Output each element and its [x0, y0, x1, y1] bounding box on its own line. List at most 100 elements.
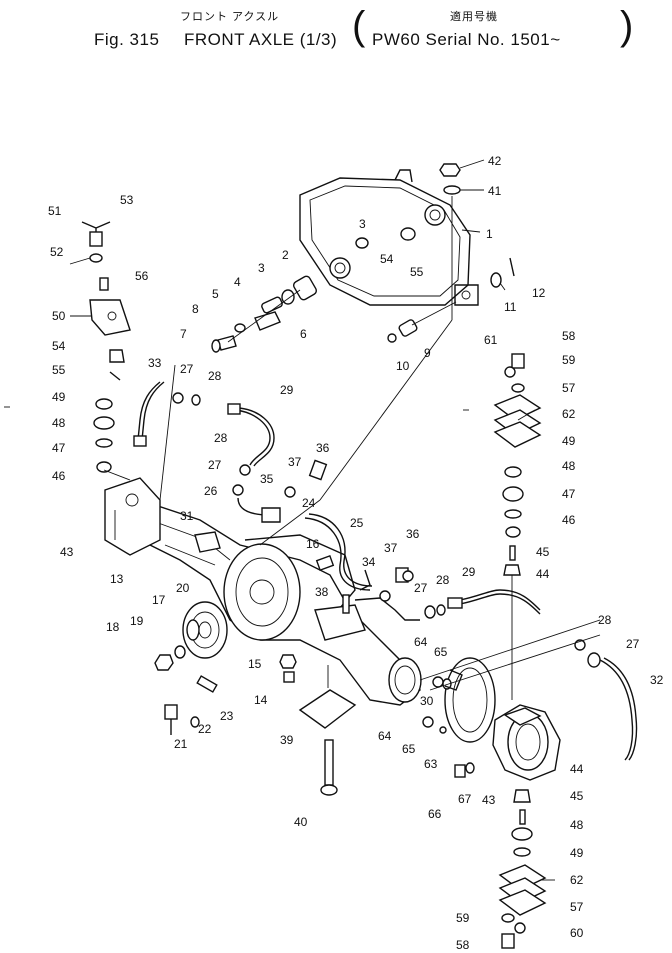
callout-31: 31 [180, 509, 194, 523]
scan-marks [4, 406, 469, 411]
callout-30: 30 [420, 694, 434, 708]
figure-number: Fig. 315 [94, 30, 160, 49]
breather-fittings [315, 555, 414, 614]
callout-22: 22 [198, 722, 212, 736]
callout-57: 57 [562, 381, 576, 395]
callout-59: 59 [456, 911, 470, 925]
callout-41: 41 [488, 184, 502, 198]
callout-2: 2 [282, 248, 289, 262]
housing-bolts [279, 654, 297, 683]
callout-37: 37 [288, 455, 302, 469]
callout-50: 50 [52, 309, 66, 323]
callout-3: 3 [359, 217, 366, 231]
callout-12: 12 [532, 286, 546, 300]
callout-15: 15 [248, 657, 262, 671]
callout-11: 11 [504, 300, 517, 314]
callout-7: 7 [180, 327, 187, 341]
figure-title: FRONT AXLE (1/3) [184, 30, 338, 49]
callout-54: 54 [52, 339, 66, 353]
japanese-title: フロント アクスル [180, 11, 280, 23]
callout-16: 16 [306, 537, 320, 551]
callout-18: 18 [106, 620, 120, 634]
wheel-hub [154, 601, 228, 735]
callout-1: 1 [486, 227, 493, 241]
callout-8: 8 [192, 302, 199, 316]
pivot-pin-parts [211, 275, 457, 353]
callout-55: 55 [52, 363, 66, 377]
right-steering-knuckle [422, 657, 561, 781]
callout-62: 62 [570, 873, 584, 887]
callout-35: 35 [260, 472, 274, 486]
callout-39: 39 [280, 733, 294, 747]
callout-32: 32 [650, 673, 664, 687]
callout-45: 45 [570, 789, 584, 803]
callout-17: 17 [152, 593, 166, 607]
callout-42: 42 [488, 154, 502, 168]
callout-65: 65 [402, 742, 416, 756]
callout-28: 28 [436, 573, 450, 587]
callout-28: 28 [214, 431, 228, 445]
callout-51: 51 [48, 204, 62, 218]
callout-60: 60 [570, 926, 584, 940]
callout-47: 47 [562, 487, 576, 501]
callout-36: 36 [316, 441, 330, 455]
callout-27: 27 [626, 637, 640, 651]
callout-6: 6 [300, 327, 307, 341]
axle-housing [139, 498, 422, 706]
callout-36: 36 [406, 527, 420, 541]
callout-27: 27 [180, 362, 194, 376]
open-paren: ( [352, 4, 366, 48]
right-kingpin-lower-stack [498, 789, 547, 949]
callout-28: 28 [598, 613, 612, 627]
callout-67: 67 [458, 792, 472, 806]
callout-43: 43 [482, 793, 496, 807]
callout-49: 49 [562, 434, 576, 448]
callout-56: 56 [135, 269, 149, 283]
callout-34: 34 [362, 555, 376, 569]
callout-43: 43 [60, 545, 74, 559]
callout-25: 25 [350, 516, 364, 530]
callout-55: 55 [410, 265, 424, 279]
callout-29: 29 [280, 383, 294, 397]
callout-28: 28 [208, 369, 222, 383]
japanese-applicable-label: 適用号機 [450, 11, 498, 23]
right-kingpin-upper-stack [493, 353, 542, 700]
callout-49: 49 [52, 390, 66, 404]
callout-59: 59 [562, 353, 576, 367]
axle-support-bracket [299, 169, 479, 306]
figure-header: フロント アクスル 適用号機 Fig. 315 FRONT AXLE (1/3)… [0, 0, 672, 60]
callout-20: 20 [176, 581, 190, 595]
callout-48: 48 [52, 416, 66, 430]
left-steering-knuckle [104, 477, 161, 556]
callout-27: 27 [414, 581, 428, 595]
callout-47: 47 [52, 441, 66, 455]
callout-9: 9 [424, 346, 431, 360]
callout-58: 58 [562, 329, 576, 343]
callout-53: 53 [120, 193, 134, 207]
callout-14: 14 [254, 693, 268, 707]
callout-27: 27 [208, 458, 222, 472]
callout-46: 46 [52, 469, 66, 483]
callout-labels: 42 41 1 3 54 55 12 11 2 3 4 5 8 6 7 9 10… [48, 154, 664, 952]
callout-13: 13 [110, 572, 124, 586]
callout-48: 48 [562, 459, 576, 473]
callout-40: 40 [294, 815, 308, 829]
callout-62: 62 [562, 407, 576, 421]
callout-44: 44 [570, 762, 584, 776]
left-kingpin-cap-stack [81, 221, 131, 473]
callout-4: 4 [234, 275, 241, 289]
callout-66: 66 [428, 807, 442, 821]
callout-38: 38 [315, 585, 329, 599]
callout-37: 37 [384, 541, 398, 555]
leader-lines [69, 159, 601, 881]
callout-48: 48 [570, 818, 584, 832]
callout-46: 46 [562, 513, 576, 527]
callout-44: 44 [536, 567, 550, 581]
callout-52: 52 [50, 245, 64, 259]
callout-3: 3 [258, 261, 265, 275]
callout-63: 63 [424, 757, 438, 771]
brake-tubes [133, 381, 638, 761]
callout-45: 45 [536, 545, 550, 559]
callout-61: 61 [484, 333, 498, 347]
